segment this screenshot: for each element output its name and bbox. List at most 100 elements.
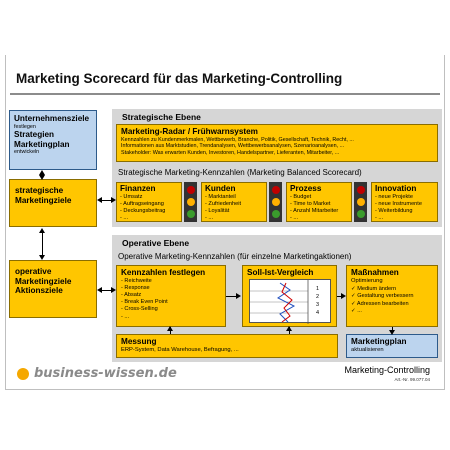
- soll-ist-chart-icon: [250, 280, 309, 324]
- operative-ebene-label: Operative Ebene: [122, 238, 190, 248]
- kpi-item: - ...: [121, 313, 130, 320]
- strategien-heading: Strategien Marketingplan: [14, 130, 70, 149]
- perspective-item: - ...: [120, 215, 129, 222]
- arrow-down-icon: [39, 255, 45, 260]
- logo-dot-icon: [17, 367, 29, 380]
- arrow-up-icon: [167, 326, 173, 331]
- article-number: Art.-Nr. 99.077.04: [394, 377, 430, 382]
- traffic-light-icon: [354, 182, 367, 222]
- traffic-light-red: [186, 186, 195, 194]
- arrow-up-icon: [286, 326, 292, 331]
- marketing-radar-heading: Marketing-Radar / Frühwarnsystem: [121, 127, 258, 136]
- strategische-kennzahlen-label: Strategische Marketing-Kennzahlen (Marke…: [118, 168, 362, 177]
- traffic-light-yellow: [356, 198, 365, 206]
- slide-frame: [5, 55, 445, 390]
- messung-box: Messung ERP-System, Data Warehouse, Befr…: [116, 334, 338, 358]
- arrow-right-icon: [111, 287, 116, 293]
- messung-text: ERP-System, Data Warehouse, Befragung, .…: [121, 346, 239, 353]
- connector-soll-massnahmen: [337, 296, 342, 297]
- kpi-item: - Absatz: [121, 291, 142, 298]
- massnahme-item: ✓ Medium ändern: [351, 286, 397, 293]
- kpi-item: - Cross-Selling: [121, 306, 158, 313]
- perspective-finanzen: Finanzen - Umsatz - Auftragseingang - De…: [116, 182, 182, 222]
- title-divider: [10, 93, 440, 95]
- soll-ist-chart: 1 2 3 4: [249, 279, 331, 324]
- arrow-right-icon: [111, 197, 116, 203]
- perspective-item: - ...: [375, 215, 384, 222]
- arrow-left-icon: [97, 287, 102, 293]
- perspective-item: - Auftragseingang: [120, 200, 164, 207]
- strategische-marketingziele-heading: strategische Marketingziele: [15, 186, 72, 205]
- arrow-down-icon: [39, 175, 45, 180]
- traffic-light-green: [356, 210, 365, 218]
- massnahmen-box: Maßnahmen Optimierung ✓ Medium ändern ✓ …: [346, 265, 438, 327]
- perspective-item: - Zufriedenheit: [205, 200, 242, 207]
- operative-marketingziele-box: operative Marketingziele Aktionsziele: [9, 260, 97, 318]
- perspective-item: - Marktanteil: [205, 193, 236, 200]
- marketingplan-heading: Marketingplan: [351, 337, 407, 346]
- massnahmen-sub: Optimierung: [351, 277, 383, 284]
- arrow-up-icon: [39, 170, 45, 175]
- soll-ist-vergleich-heading: Soll-Ist-Vergleich: [247, 268, 314, 277]
- soll-ist-row-number: 2: [316, 294, 320, 300]
- connector-festlegen-soll: [226, 296, 237, 297]
- perspective-innovation: Innovation - neue Projekte - neue Instru…: [371, 182, 438, 222]
- perspective-item: - Time to Market: [290, 200, 331, 207]
- unternehmensziele-line2: entwickeln: [14, 149, 40, 156]
- perspective-item: - neue Projekte: [375, 193, 413, 200]
- marketingplan-box: Marketingplan aktualisieren: [346, 334, 438, 358]
- marketing-radar-line1: Kennzahlen zu Kundenmerkmalen, Wettbewer…: [121, 136, 354, 143]
- perspective-kunden: Kunden - Marktanteil - Zufriedenheit - L…: [201, 182, 267, 222]
- traffic-light-icon: [184, 182, 197, 222]
- arrow-up-icon: [39, 228, 45, 233]
- marketing-radar-box: Marketing-Radar / Frühwarnsystem Kennzah…: [116, 124, 438, 162]
- connector-left-2: [42, 231, 43, 256]
- traffic-light-icon: [269, 182, 282, 222]
- perspective-heading: Innovation: [375, 184, 417, 193]
- traffic-light-green: [271, 210, 280, 218]
- massnahme-item: ✓ ...: [351, 307, 362, 314]
- perspective-item: - ...: [205, 215, 214, 222]
- perspective-heading: Prozess: [290, 184, 322, 193]
- soll-ist-row-number: 3: [316, 302, 320, 308]
- connector-oper: [100, 290, 114, 291]
- kennzahlen-festlegen-box: Kennzahlen festlegen - Reichweite - Resp…: [116, 265, 226, 327]
- massnahme-item: ✓ Gestaltung verbessern: [351, 293, 414, 300]
- arrow-right-icon: [341, 293, 346, 299]
- arrow-right-icon: [236, 293, 241, 299]
- perspective-item: - Loyalität: [205, 207, 230, 214]
- perspective-heading: Kunden: [205, 184, 236, 193]
- kpi-item: - Reichweite: [121, 277, 152, 284]
- page-title: Marketing Scorecard für das Marketing-Co…: [16, 71, 343, 86]
- traffic-light-red: [271, 186, 280, 194]
- traffic-light-yellow: [186, 198, 195, 206]
- arrow-left-icon: [97, 197, 102, 203]
- operative-kennzahlen-label: Operative Marketing-Kennzahlen (für einz…: [118, 252, 352, 261]
- perspective-item: - Weiterbildung: [375, 207, 413, 214]
- perspective-item: - Umsatz: [120, 193, 143, 200]
- soll-ist-vergleich-box: Soll-Ist-Vergleich 1 2 3 4: [242, 265, 337, 327]
- strategische-ebene-label: Strategische Ebene: [122, 112, 201, 122]
- marketingplan-text: aktualisieren: [351, 346, 384, 353]
- unternehmensziele-line1: festlegen: [14, 123, 36, 130]
- unternehmensziele-heading: Unternehmensziele: [14, 114, 90, 123]
- soll-ist-row-number: 4: [316, 310, 320, 316]
- operative-marketingziele-heading: operative Marketingziele Aktionsziele: [15, 267, 72, 295]
- perspective-item: - Deckungsbeitrag: [120, 207, 166, 214]
- perspective-item: - ...: [290, 215, 299, 222]
- kpi-item: - Break Even Point: [121, 299, 168, 306]
- logo-text: business-wissen.de: [34, 366, 177, 381]
- perspective-prozess: Prozess - Budget - Time to Market - Anza…: [286, 182, 352, 222]
- perspective-item: - Anzahl Mitarbeiter: [290, 207, 339, 214]
- traffic-light-yellow: [271, 198, 280, 206]
- footer-title: Marketing-Controlling: [344, 365, 430, 375]
- traffic-light-red: [356, 186, 365, 194]
- brand-logo: business-wissen.de: [17, 366, 177, 381]
- massnahmen-heading: Maßnahmen: [351, 268, 399, 277]
- arrow-down-icon: [389, 330, 395, 335]
- unternehmensziele-box: Unternehmensziele festlegen Strategien M…: [9, 110, 97, 170]
- connector-strat: [100, 200, 114, 201]
- marketing-radar-line3: Stakeholder: Was erwarten Kunden, Invest…: [121, 149, 340, 156]
- traffic-light-green: [186, 210, 195, 218]
- massnahme-item: ✓ Adressen bearbeiten: [351, 300, 409, 307]
